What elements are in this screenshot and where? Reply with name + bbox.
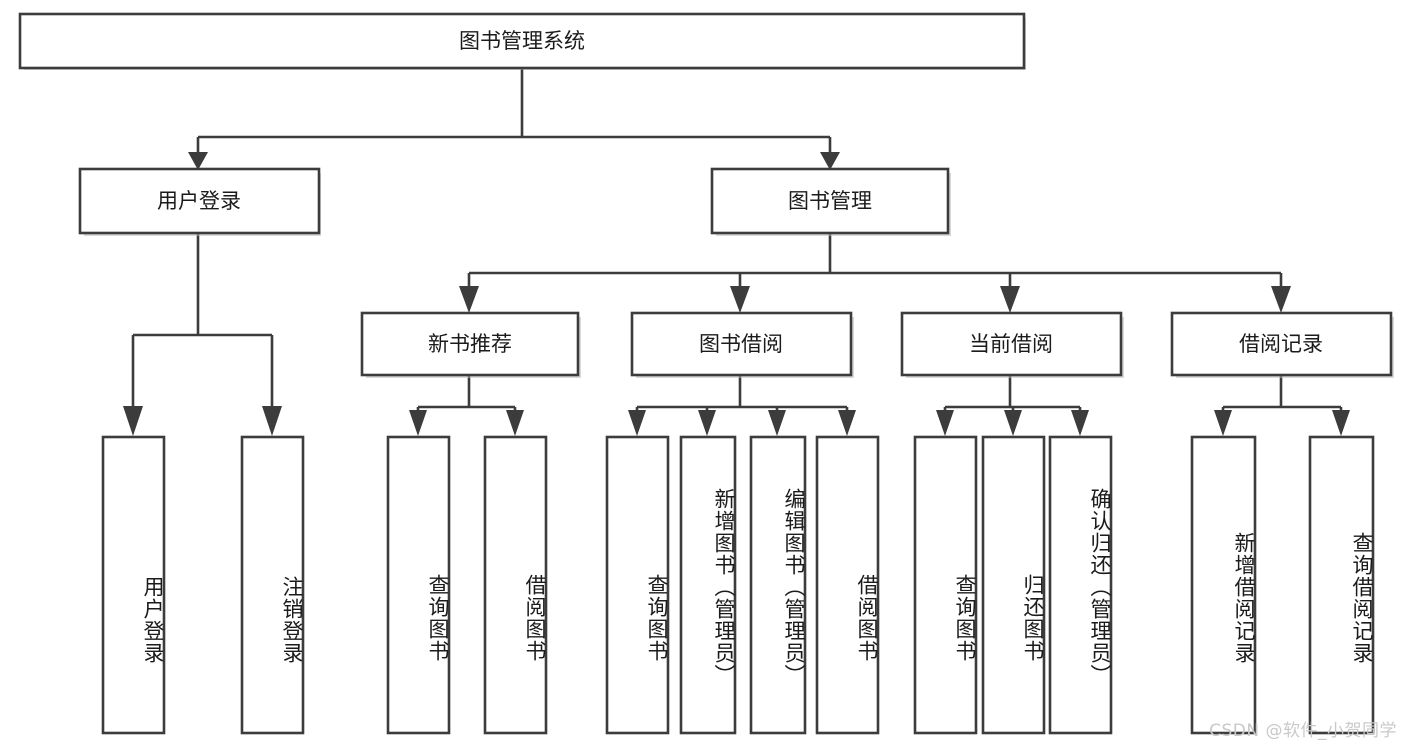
node-user-login-box[interactable] (78, 167, 321, 235)
arrow-userlogin-leaf-2 (262, 406, 282, 436)
leaf-record-add-box[interactable] (1190, 435, 1257, 735)
arrow-root-to-book-mgmt (820, 152, 840, 170)
node-new-book-box[interactable] (360, 311, 580, 377)
arrow-current-leaf-2 (1004, 410, 1022, 436)
leaf-user-login-box[interactable] (101, 435, 166, 735)
node-root-box[interactable] (18, 12, 1026, 70)
node-book-mgmt-box[interactable] (710, 167, 950, 235)
leaf-current-return-box[interactable] (981, 435, 1046, 735)
node-borrow-record-box[interactable] (1170, 311, 1393, 377)
arrow-newbook-leaf-1 (409, 410, 427, 436)
arrow-record-leaf-1 (1214, 410, 1232, 436)
connector-layer (123, 68, 1350, 436)
leaf-current-confirm-box[interactable] (1048, 435, 1113, 735)
arrow-newbook-leaf-2 (506, 410, 524, 436)
arrow-bookmgmt-to-borrow (730, 286, 750, 313)
arrow-bookmgmt-to-record (1271, 286, 1291, 313)
node-new-book-label: 新书推荐 (428, 332, 512, 356)
watermark-text: CSDN @软件_小贺同学 (1209, 721, 1397, 741)
leaf-current-query-box[interactable] (913, 435, 978, 735)
arrow-borrow-leaf-2 (698, 410, 716, 436)
arrow-record-leaf-2 (1332, 410, 1350, 436)
leaf-logout-box[interactable] (240, 435, 305, 735)
node-book-mgmt-label: 图书管理 (788, 189, 872, 213)
arrow-borrow-leaf-3 (768, 410, 786, 436)
node-user-login-label: 用户登录 (157, 189, 241, 213)
node-current-borrow-box[interactable] (900, 311, 1123, 377)
leaf-borrow-add-box[interactable] (679, 435, 737, 735)
node-book-borrow-box[interactable] (630, 311, 853, 377)
node-book-borrow-label: 图书借阅 (699, 332, 783, 356)
arrow-root-to-user-login (188, 152, 208, 170)
node-current-borrow-label: 当前借阅 (969, 332, 1053, 356)
arrow-current-leaf-1 (936, 410, 954, 436)
leaf-record-query-box[interactable] (1308, 435, 1375, 735)
box-layer: 图书管理系统 用户登录 图书管理 新书推荐 图书借阅 当前借阅 借阅记录 (18, 12, 1393, 735)
arrow-userlogin-leaf-1 (123, 406, 143, 436)
node-borrow-record-label: 借阅记录 (1239, 332, 1323, 356)
arrow-bookmgmt-to-new-book (459, 286, 479, 313)
leaf-borrow-lend-box[interactable] (815, 435, 880, 735)
arrow-current-leaf-3 (1071, 410, 1089, 436)
arrow-bookmgmt-to-current (1000, 286, 1020, 313)
arrow-borrow-leaf-1 (628, 410, 646, 436)
leaf-newbook-query-box[interactable] (386, 435, 451, 735)
leaf-borrow-edit-box[interactable] (749, 435, 807, 735)
arrow-borrow-leaf-4 (838, 410, 856, 436)
leaf-newbook-borrow-box[interactable] (483, 435, 548, 735)
leaf-borrow-query-box[interactable] (605, 435, 670, 735)
node-root-label: 图书管理系统 (459, 29, 585, 53)
